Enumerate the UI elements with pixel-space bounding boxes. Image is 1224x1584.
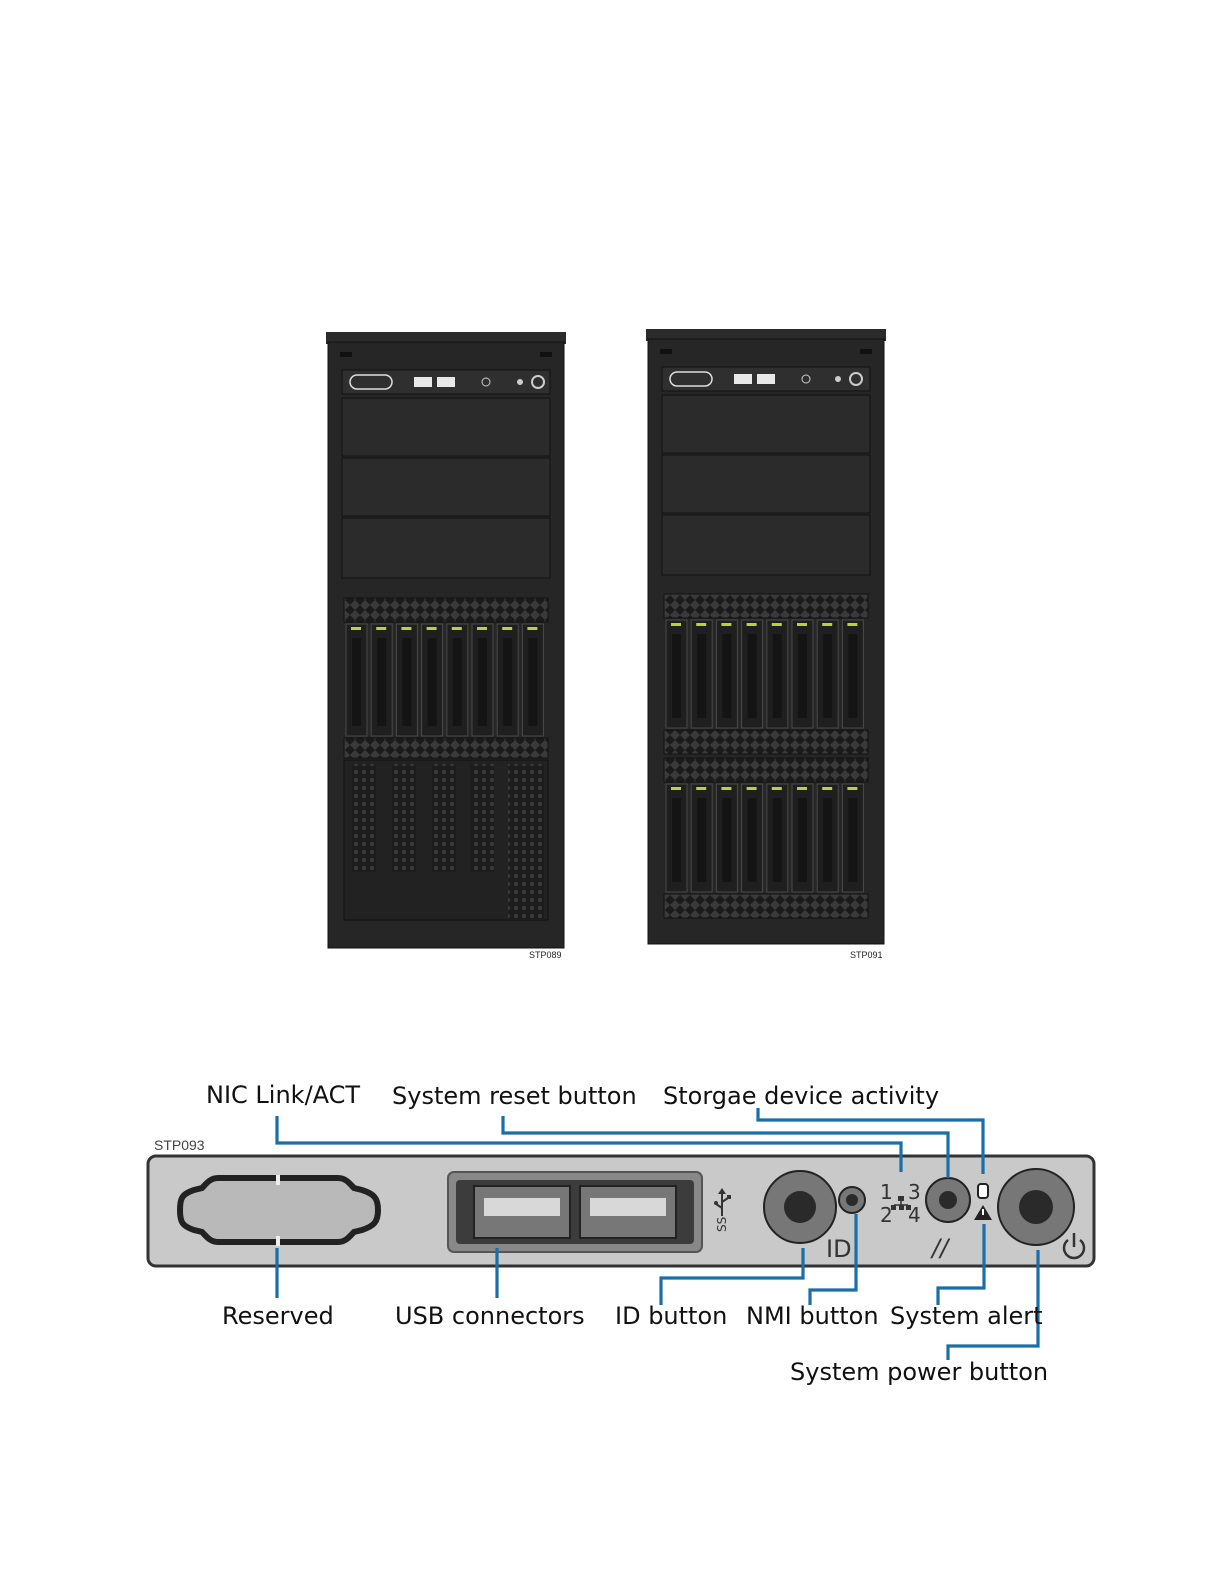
drive-handle — [528, 638, 537, 726]
callout-reserved: Reserved — [222, 1302, 334, 1330]
drive-handle — [722, 798, 731, 882]
callout-storage-activity: Storgae device activity — [663, 1082, 939, 1110]
callout-system-power: System power button — [790, 1358, 1048, 1386]
drive-handle — [848, 798, 857, 882]
drive-led — [696, 623, 706, 626]
callout-system-alert: System alert — [890, 1302, 1043, 1330]
drive-handle — [798, 798, 807, 882]
drive-handle — [478, 638, 487, 726]
drive-led — [772, 787, 782, 790]
tower-chassis-a — [326, 332, 566, 948]
drive-handle — [798, 634, 807, 718]
drive-handle — [848, 634, 857, 718]
svg-text:SS: SS — [715, 1217, 729, 1232]
drive-led — [477, 627, 487, 630]
drive-handle — [672, 634, 681, 718]
drive-handle — [503, 638, 512, 726]
drive-led — [721, 623, 731, 626]
drive-led — [427, 627, 437, 630]
drive-led — [671, 623, 681, 626]
front-control-panel: SS ID 1 2 3 4 // — [148, 1156, 1094, 1266]
nic-3: 3 — [908, 1180, 921, 1204]
drive-led — [797, 623, 807, 626]
drive-led — [822, 787, 832, 790]
drive-led — [376, 627, 386, 630]
drive-handle — [773, 798, 782, 882]
drive-led — [721, 787, 731, 790]
drive-handle — [773, 634, 782, 718]
callout-usb-connectors: USB connectors — [395, 1302, 585, 1330]
drive-handle — [748, 634, 757, 718]
drive-led — [747, 623, 757, 626]
reset-mark: // — [930, 1234, 951, 1262]
drive-handle — [722, 634, 731, 718]
drive-led — [502, 627, 512, 630]
id-button-label: ID — [826, 1235, 852, 1263]
callout-nmi-button: NMI button — [746, 1302, 879, 1330]
nic-1: 1 — [880, 1180, 893, 1204]
drive-icon — [978, 1184, 988, 1198]
drive-handle — [453, 638, 462, 726]
drive-led — [671, 787, 681, 790]
drive-handle — [377, 638, 386, 726]
drive-led — [696, 787, 706, 790]
drive-led — [452, 627, 462, 630]
drive-led — [847, 787, 857, 790]
callout-nic-link: NIC Link/ACT — [206, 1081, 360, 1109]
drive-handle — [352, 638, 361, 726]
drive-led — [527, 627, 537, 630]
tower-a-code: STP089 — [529, 950, 562, 960]
panel-figure-code: STP093 — [154, 1137, 205, 1153]
drive-handle — [697, 798, 706, 882]
drive-led — [747, 787, 757, 790]
drive-led — [401, 627, 411, 630]
drive-handle — [823, 634, 832, 718]
drive-handle — [697, 634, 706, 718]
callout-id-button: ID button — [615, 1302, 727, 1330]
serial-port-icon — [180, 1178, 378, 1242]
drive-handle — [672, 798, 681, 882]
drive-led — [847, 623, 857, 626]
drive-led — [797, 787, 807, 790]
drive-handle — [748, 798, 757, 882]
nic-2: 2 — [880, 1203, 893, 1227]
tower-b-code: STP091 — [850, 950, 883, 960]
drive-led — [822, 623, 832, 626]
drive-handle — [402, 638, 411, 726]
drive-handle — [428, 638, 437, 726]
drive-led — [351, 627, 361, 630]
callout-system-reset: System reset button — [392, 1082, 637, 1110]
tower-chassis-b — [646, 329, 886, 944]
drive-handle — [823, 798, 832, 882]
drive-led — [772, 623, 782, 626]
